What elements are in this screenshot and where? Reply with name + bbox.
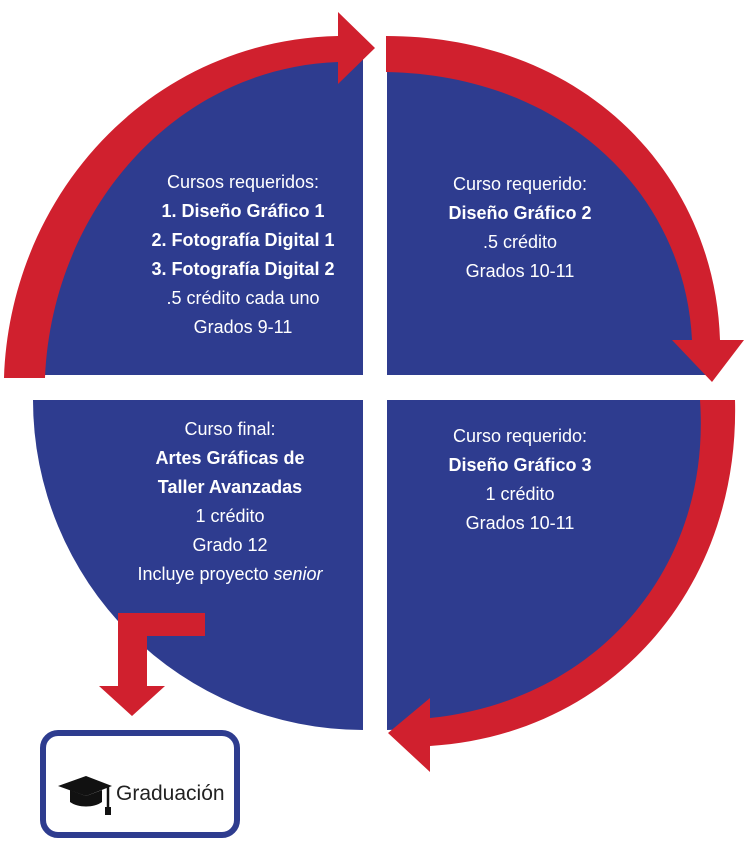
- q2-grades: Grados 10-11: [465, 261, 575, 281]
- q3-credit: 1 crédito: [195, 506, 265, 526]
- graduation-box: Graduación: [40, 730, 240, 838]
- quadrant-top-right: [387, 45, 717, 375]
- graduation-label: Graduación: [116, 782, 225, 805]
- quadrant-top-left-text: Cursos requeridos: 1. Diseño Gráfico 1 2…: [118, 168, 368, 342]
- q2-header: Curso requerido:: [452, 174, 588, 194]
- q4-credit: 1 crédito: [485, 484, 555, 504]
- q3-course-line-2: Taller Avanzadas: [157, 477, 303, 497]
- quadrant-top-right-text: Curso requerido: Diseño Gráfico 2 .5 cré…: [410, 170, 630, 286]
- quadrant-bottom-right: [387, 400, 717, 730]
- q1-course-2: 2. Fotografía Digital 1: [151, 230, 335, 250]
- q3-header: Curso final:: [184, 419, 276, 439]
- q3-note-prefix: Incluye proyecto: [137, 564, 274, 584]
- arrow-top-left: [4, 12, 375, 378]
- q3-course-line-1: Artes Gráficas de: [155, 448, 305, 468]
- q3-note-italic: senior: [273, 564, 323, 584]
- arrow-bottom-right: [388, 400, 736, 772]
- q1-grades: Grados 9-11: [193, 317, 293, 337]
- q3-grades: Grado 12: [192, 535, 268, 555]
- graduation-cap-icon: [58, 776, 112, 815]
- q2-course: Diseño Gráfico 2: [448, 203, 592, 223]
- q4-course: Diseño Gráfico 3: [448, 455, 592, 475]
- q3-note: Incluye proyecto senior: [80, 560, 380, 589]
- arrow-top-right: [386, 36, 744, 382]
- quadrant-bottom-left-text: Curso final: Artes Gráficas de Taller Av…: [80, 415, 380, 589]
- q1-credit: .5 crédito cada uno: [166, 288, 320, 308]
- q1-header: Cursos requeridos:: [166, 172, 320, 192]
- q4-grades: Grados 10-11: [465, 513, 575, 533]
- q1-course-3: 3. Fotografía Digital 2: [151, 259, 335, 279]
- q1-course-1: 1. Diseño Gráfico 1: [161, 201, 325, 221]
- quadrant-bottom-left: [33, 400, 363, 730]
- arrow-to-graduation: [99, 613, 205, 716]
- q4-header: Curso requerido:: [452, 426, 588, 446]
- quadrant-bottom-right-text: Curso requerido: Diseño Gráfico 3 1 créd…: [410, 422, 630, 538]
- q2-credit: .5 crédito: [482, 232, 558, 252]
- quadrant-top-left: [33, 45, 363, 375]
